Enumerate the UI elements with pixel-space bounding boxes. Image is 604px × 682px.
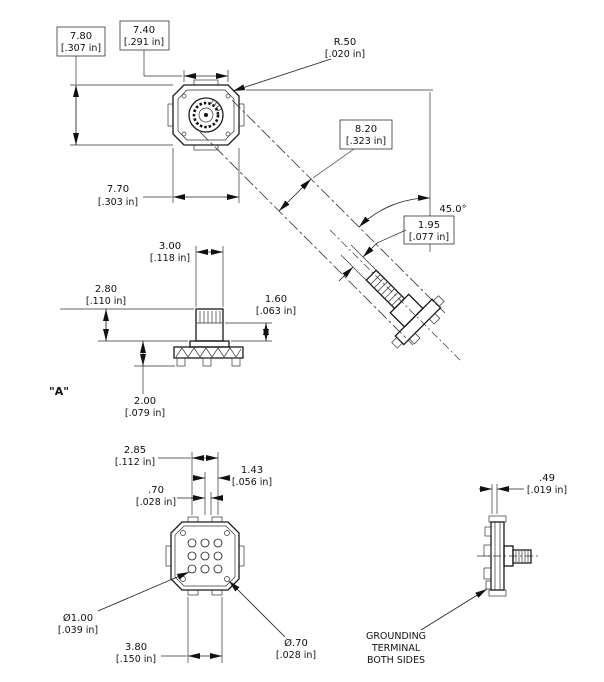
dim-7-70-inches: [.303 in] bbox=[98, 197, 138, 208]
dim-7-80-value: 7.80 bbox=[70, 31, 92, 42]
swing-lines bbox=[199, 99, 463, 363]
front-body-outline bbox=[172, 84, 240, 146]
bottom-body-outline bbox=[170, 521, 240, 591]
dim-r50-inches: [.020 in] bbox=[325, 49, 365, 60]
dim-7-40-value: 7.40 bbox=[133, 25, 155, 36]
grounding-note-line3: BOTH SIDES bbox=[367, 655, 425, 666]
side-view-label: "A" bbox=[49, 385, 69, 398]
bottom-dim-pin-span: 2.85 [.112 in] bbox=[115, 445, 218, 468]
bottom-dim-hole-small: Ø.70 [.028 in] bbox=[228, 580, 316, 661]
grounding-note-line2: TERMINAL bbox=[371, 643, 421, 654]
bottom-dim-hole-large: Ø1.00 [.039 in] bbox=[58, 571, 190, 636]
side-dim-tip-height: 1.60 [.063 in] bbox=[225, 294, 296, 342]
front-dim-width-bottom: 7.70 [.303 in] bbox=[98, 148, 240, 208]
right-dim-terminal-thickness: .49 [.019 in] bbox=[479, 473, 567, 514]
dim-2-00-inches: [.079 in] bbox=[125, 408, 165, 419]
front-dim-height: 7.80 [.307 in] bbox=[56, 26, 173, 146]
dim-1-43-value: 1.43 bbox=[241, 465, 263, 476]
bottom-dim-pin-pitch: 1.43 [.056 in] bbox=[193, 465, 272, 488]
rotated-side-view bbox=[365, 269, 445, 349]
dim-angle-value: 45.0° bbox=[439, 204, 466, 215]
front-knurled-shaft bbox=[192, 101, 220, 129]
dim-3-80-inches: [.150 in] bbox=[116, 654, 156, 665]
grounding-note-line1: GROUNDING bbox=[366, 631, 426, 642]
rotated-dim-shaft-thickness: 1.95 [.077 in] bbox=[338, 215, 455, 282]
side-view bbox=[173, 308, 244, 367]
dim-2-00-value: 2.00 bbox=[134, 396, 156, 407]
dim-0-49-value: .49 bbox=[539, 473, 555, 484]
right-side-view bbox=[477, 515, 541, 597]
front-dim-corner-radius: R.50 [.020 in] bbox=[232, 37, 365, 92]
dim-8-20-value: 8.20 bbox=[355, 124, 377, 135]
rotated-shaft bbox=[365, 269, 406, 310]
dim-3-80-value: 3.80 bbox=[125, 642, 147, 653]
dim-r50-value: R.50 bbox=[334, 37, 357, 48]
front-view bbox=[167, 79, 245, 151]
dim-1-60-inches: [.063 in] bbox=[256, 306, 296, 317]
dim-8-20-inches: [.323 in] bbox=[346, 136, 386, 147]
dim-d1-00-inches: [.039 in] bbox=[58, 625, 98, 636]
dim-2-80-inches: [.110 in] bbox=[86, 296, 126, 307]
dim-2-85-inches: [.112 in] bbox=[115, 457, 155, 468]
right-grounding-terminal bbox=[485, 580, 492, 590]
dim-7-70-value: 7.70 bbox=[107, 184, 129, 195]
side-collar bbox=[189, 340, 230, 348]
side-dim-base-height: 2.00 [.079 in] bbox=[125, 341, 175, 419]
dim-d0-70-value: Ø.70 bbox=[284, 637, 308, 649]
dim-2-85-value: 2.85 bbox=[124, 445, 146, 456]
side-dim-shaft-width: 3.00 [.118 in] bbox=[150, 241, 224, 307]
dim-0-70-inches: [.028 in] bbox=[136, 497, 176, 508]
dim-2-80-value: 2.80 bbox=[95, 284, 117, 295]
bottom-terminal-large bbox=[187, 564, 197, 574]
dim-1-95-inches: [.077 in] bbox=[409, 232, 449, 243]
side-dim-shaft-height: 2.80 [.110 in] bbox=[60, 284, 194, 342]
dim-1-60-value: 1.60 bbox=[265, 294, 287, 305]
dim-3-00-value: 3.00 bbox=[159, 241, 181, 252]
front-dim-width-top: 7.40 [.291 in] bbox=[119, 20, 229, 82]
bottom-extension-lines bbox=[191, 452, 219, 515]
grounding-note: GROUNDING TERMINAL BOTH SIDES bbox=[366, 588, 488, 666]
bottom-view bbox=[165, 516, 245, 596]
dim-0-70-value: .70 bbox=[148, 485, 164, 496]
front-bushing-circle bbox=[188, 97, 224, 133]
dim-7-80-inches: [.307 in] bbox=[61, 43, 101, 54]
dim-7-40-inches: [.291 in] bbox=[124, 37, 164, 48]
bottom-terminal-small bbox=[224, 576, 230, 582]
bottom-dim-pin-offset: .70 [.028 in] bbox=[136, 485, 223, 508]
rotated-flange bbox=[394, 298, 442, 346]
dim-0-49-inches: [.019 in] bbox=[527, 485, 567, 496]
bottom-dim-mount-span: 3.80 [.150 in] bbox=[116, 597, 223, 665]
dim-1-43-inches: [.056 in] bbox=[232, 477, 272, 488]
dim-1-95-value: 1.95 bbox=[418, 220, 440, 231]
rotated-bushing bbox=[389, 293, 424, 328]
right-shaft bbox=[512, 549, 532, 564]
front-dim-swing-clearance: 8.20 [.323 in] bbox=[278, 119, 393, 212]
dim-d0-70-inches: [.028 in] bbox=[276, 650, 316, 661]
dim-3-00-inches: [.118 in] bbox=[150, 253, 190, 264]
dim-d1-00-value: Ø1.00 bbox=[63, 612, 93, 624]
